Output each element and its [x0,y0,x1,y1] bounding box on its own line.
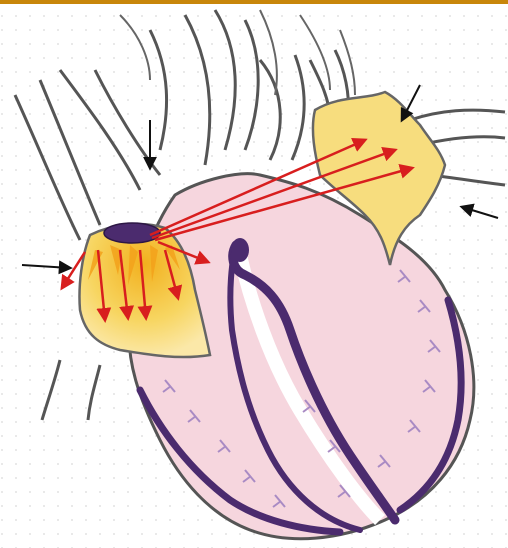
av-node [231,238,249,262]
